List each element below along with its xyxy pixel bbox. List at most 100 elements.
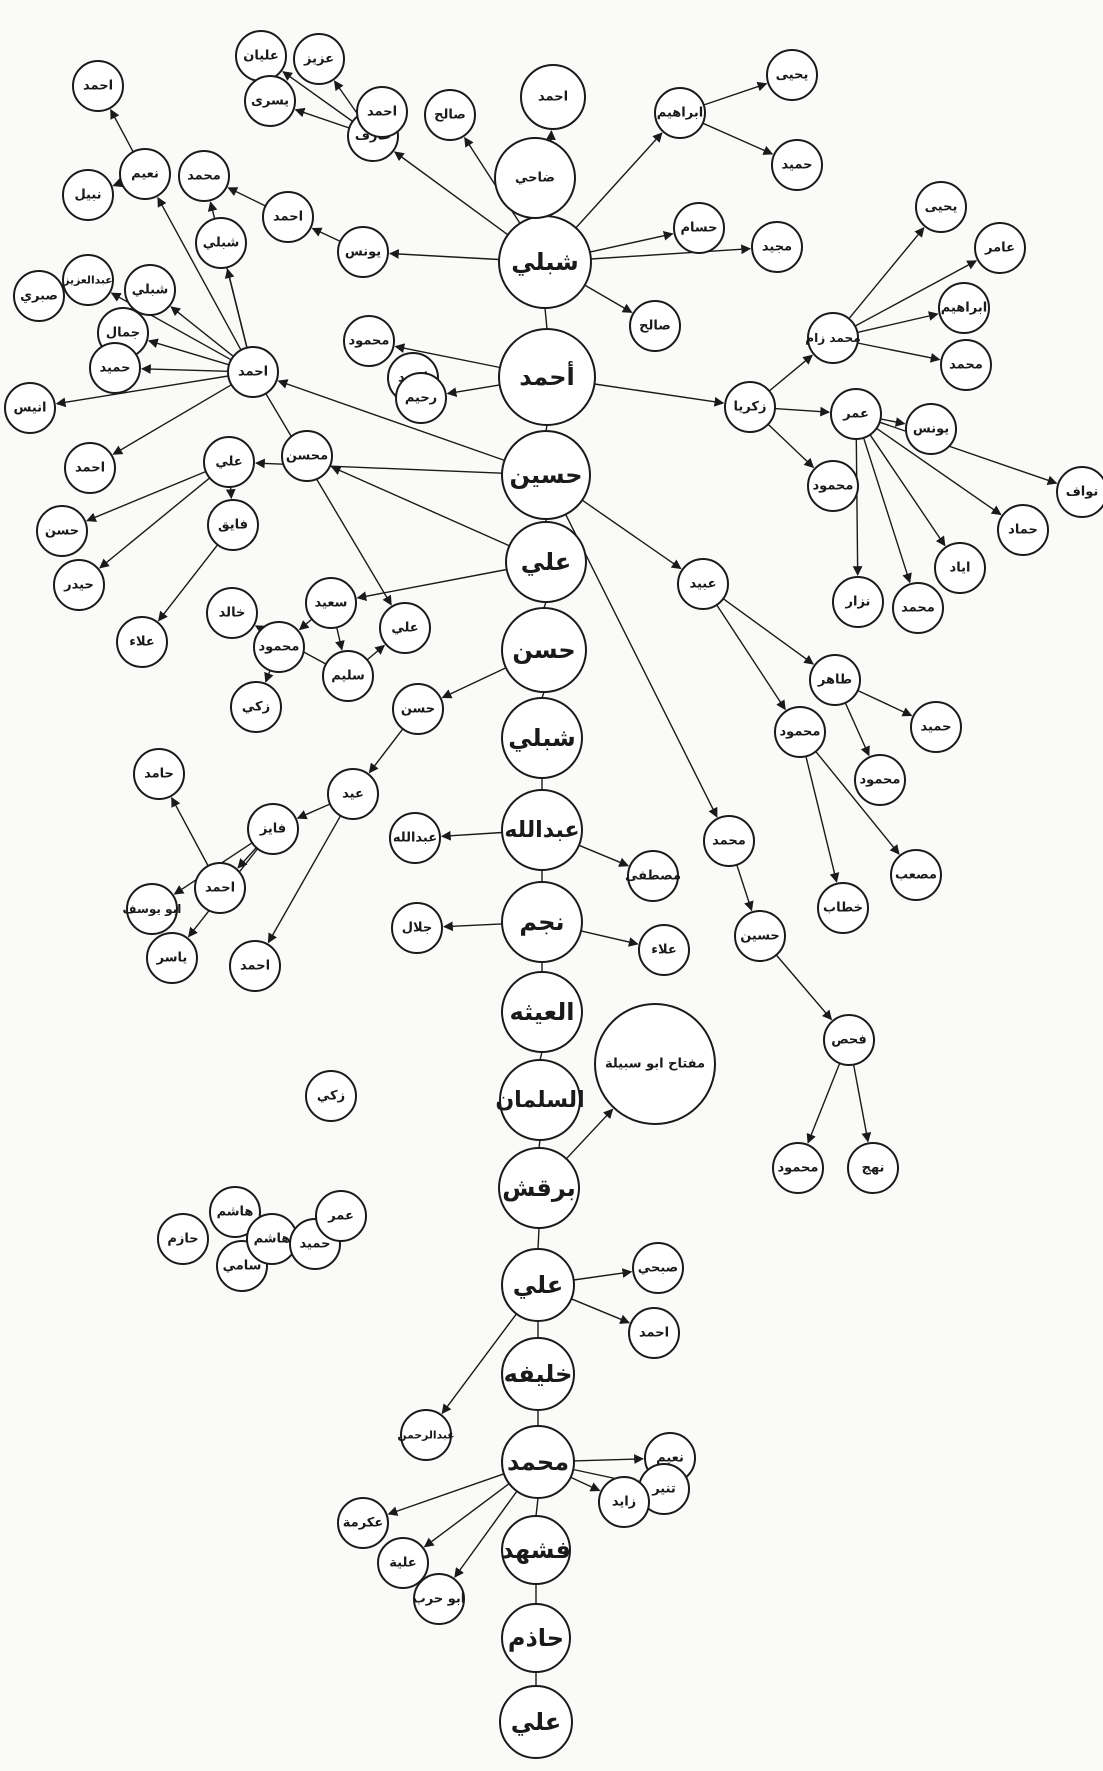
tree-edge <box>141 364 229 374</box>
trunk-node: حسين <box>501 430 591 520</box>
node-label: برقش <box>502 1174 576 1202</box>
branch-node: حماد <box>997 504 1049 556</box>
trunk-node: علي <box>505 521 587 603</box>
node-circle <box>424 89 476 141</box>
trunk-node: خليفه <box>501 1337 575 1411</box>
node-label: خالد <box>219 606 246 621</box>
tree-edge <box>454 1490 518 1578</box>
node-label: حسن <box>45 524 79 539</box>
trunk-edge <box>544 307 548 330</box>
branch-node: احمد <box>356 86 408 138</box>
branch-node: ابو حرب <box>413 1573 465 1625</box>
tree-edge <box>227 187 266 207</box>
trunk-edge <box>543 601 547 609</box>
node-circle <box>262 191 314 243</box>
node-label: محمود <box>259 640 300 655</box>
branch-node: عبدالعزيز <box>62 254 114 306</box>
node-label: صالح <box>434 108 466 123</box>
node-label: طاهر <box>817 673 852 688</box>
node-label: أحمد <box>519 361 574 391</box>
node-label: محمود <box>813 479 854 494</box>
tree-edge <box>225 486 236 500</box>
tree-edge <box>110 108 134 153</box>
branch-node: يونس <box>337 226 389 278</box>
tree-edge <box>157 196 242 351</box>
trunk-node: العيثه <box>501 971 583 1053</box>
node-circle <box>915 181 967 233</box>
branch-node: حسام <box>673 202 725 254</box>
node-label: زكريا <box>734 400 767 415</box>
node-circle <box>830 388 882 440</box>
node-label: عبدالله <box>504 817 579 843</box>
tree-edge <box>774 406 831 417</box>
node-circle <box>305 577 357 629</box>
tree-edge <box>237 847 257 869</box>
node-label: نعيم <box>656 1451 684 1466</box>
branch-node: مصعب <box>890 849 942 901</box>
node-circle <box>823 1014 875 1066</box>
node-circle <box>53 559 105 611</box>
node-label: احمد <box>639 1326 669 1341</box>
node-circle <box>315 1190 367 1242</box>
trunk-node: شبلي <box>501 697 583 779</box>
node-circle <box>910 701 962 753</box>
node-circle <box>229 940 281 992</box>
trunk-node: أحمد <box>498 328 596 426</box>
node-label: عامر <box>984 241 1015 256</box>
tree-edge <box>157 544 219 622</box>
branch-node: علية <box>377 1537 429 1589</box>
branch-node: عيد <box>327 768 379 820</box>
tree-edge <box>570 1476 601 1492</box>
node-circle <box>494 137 576 219</box>
node-label: حسن <box>401 702 435 717</box>
branch-node: ابو يوسف <box>123 883 181 935</box>
node-circle <box>501 789 583 871</box>
node-label: خطاب <box>823 901 863 916</box>
node-label: احمد <box>538 90 568 105</box>
branch-node: سليم <box>322 650 374 702</box>
branch-node: احمد <box>229 940 281 992</box>
node-label: حميد <box>782 158 813 173</box>
tree-edge <box>394 343 501 369</box>
trunk-edge <box>539 1051 543 1061</box>
branch-node: حيدر <box>53 559 105 611</box>
node-label: ابراهيم <box>657 106 703 121</box>
node-label: ياسر <box>156 951 188 966</box>
node-circle <box>337 1497 389 1549</box>
branch-node: فحص <box>823 1014 875 1066</box>
node-label: حميد <box>100 361 131 376</box>
node-circle <box>72 60 124 112</box>
tree-edge <box>112 177 124 188</box>
node-circle <box>62 169 114 221</box>
tree-edge <box>277 379 505 462</box>
node-circle <box>356 86 408 138</box>
node-label: حازم <box>167 1232 198 1247</box>
tree-edge <box>298 618 313 631</box>
node-label: علي <box>513 1271 563 1299</box>
node-circle <box>498 1147 580 1229</box>
node-label: نجم <box>519 908 564 936</box>
node-label: نهج <box>862 1161 885 1176</box>
node-label: شبلي <box>132 283 169 298</box>
node-circle <box>501 607 587 693</box>
node-label: علاء <box>651 943 676 958</box>
branch-node: حامد <box>133 748 185 800</box>
node-circle <box>146 932 198 984</box>
branch-node: محمود <box>807 460 859 512</box>
node-circle <box>343 315 395 367</box>
node-label: شبلي <box>511 248 578 276</box>
branch-node: محمود <box>854 754 906 806</box>
branch-node: عمر <box>830 388 882 440</box>
node-circle <box>734 910 786 962</box>
node-label: عكرمة <box>343 1516 383 1531</box>
node-label: احمد <box>75 461 105 476</box>
branch-node: محمد <box>178 150 230 202</box>
node-label: صبري <box>20 289 58 304</box>
node-circle <box>391 902 443 954</box>
branch-node: محسن <box>281 430 333 482</box>
node-label: جلال <box>402 921 433 936</box>
node-circle <box>638 924 690 976</box>
trunk-node: حسن <box>501 607 587 693</box>
tree-edge <box>368 728 404 774</box>
tree-edge <box>716 604 786 711</box>
